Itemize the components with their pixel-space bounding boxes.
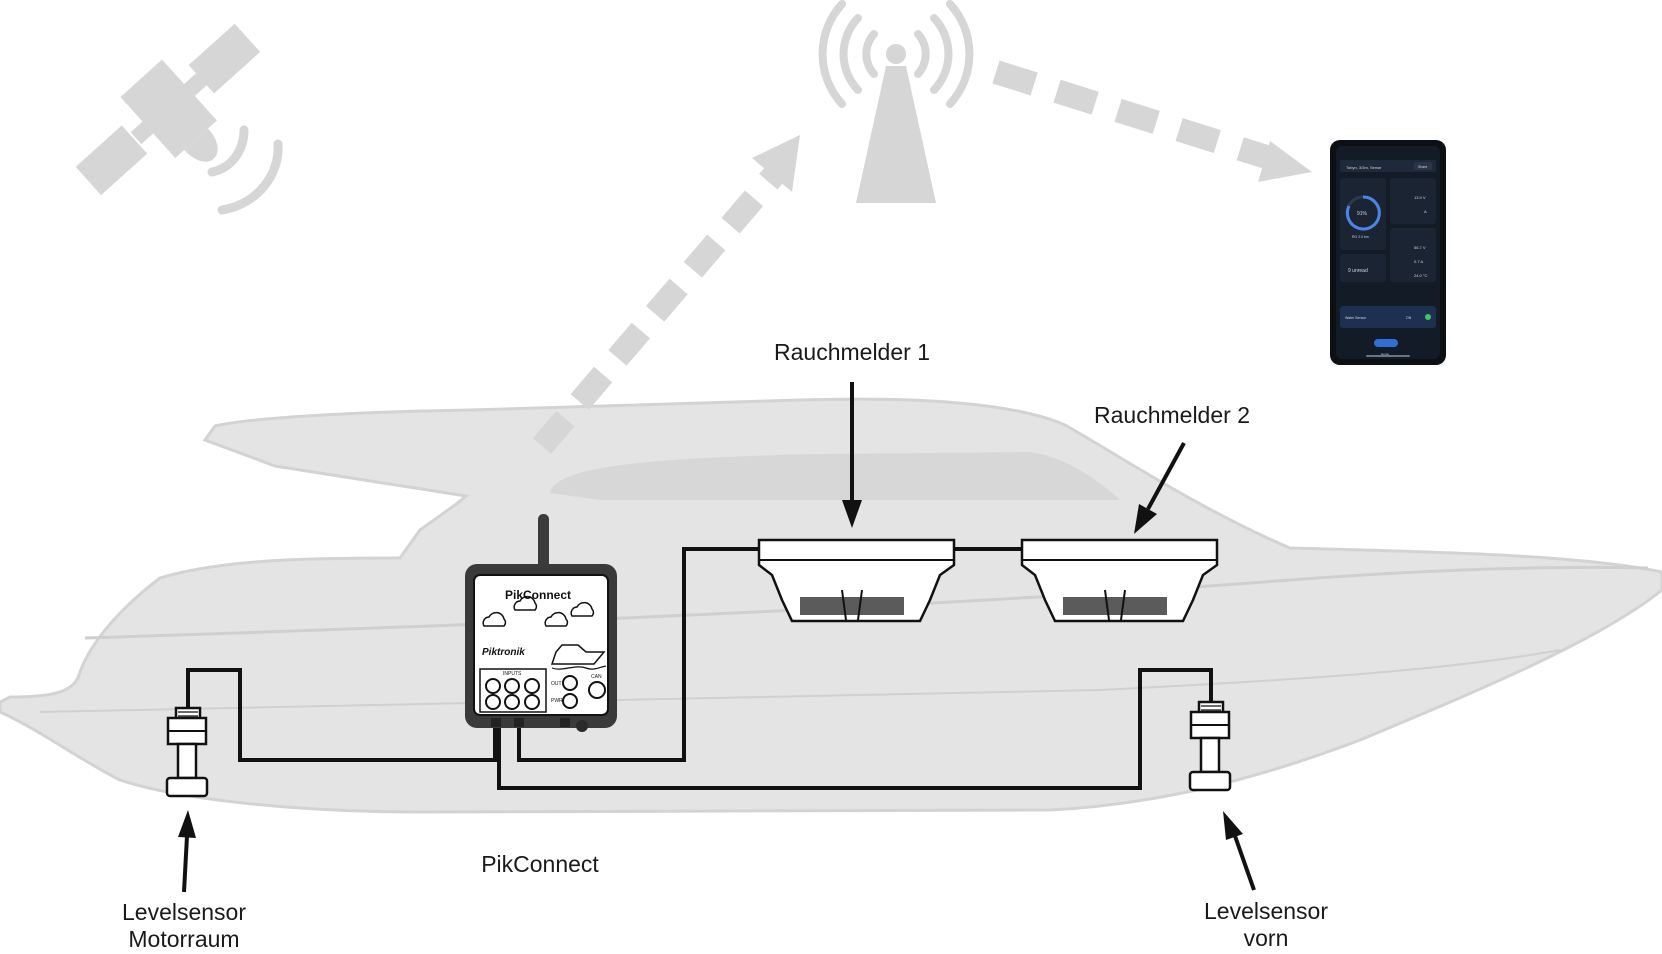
svg-text:A: A (1424, 209, 1427, 214)
phone-row-label: Water Sensor (1345, 316, 1367, 320)
phone-header-button: Share (1418, 165, 1427, 169)
uplink-arrow (532, 135, 800, 454)
svg-text:56.7 V: 56.7 V (1414, 245, 1426, 250)
phone-header: Tobyn, 3/3m, Sense (1346, 165, 1382, 170)
svg-text:0.7 A: 0.7 A (1414, 259, 1423, 264)
smartphone: Tobyn, 3/3m, Sense Share 91% RO 2.0 km 1… (1330, 140, 1446, 365)
svg-text:OUT: OUT (551, 681, 562, 687)
smoke-detector-1 (757, 538, 956, 623)
svg-text:PWR: PWR (551, 698, 563, 704)
cell-tower-icon (818, 0, 974, 203)
svg-text:CAN: CAN (591, 674, 602, 680)
svg-text:Home: Home (1381, 352, 1389, 356)
sensor-cables (186, 547, 1213, 790)
svg-text:24.0 °C: 24.0 °C (1414, 273, 1427, 278)
level-sensor-front-label: Levelsensor vorn (1203, 898, 1329, 951)
pikconnect-device: PikConnect Piktronik INPUTS OUT PWR CAN (465, 514, 617, 732)
status-dot-icon (1425, 314, 1431, 320)
svg-text:13.9 V: 13.9 V (1414, 195, 1426, 200)
smoke-detector-1-label: Rauchmelder 1 (774, 339, 930, 365)
pointer-arrows (178, 382, 1256, 893)
phone-gauge-value: 91% (1357, 211, 1368, 217)
phone-alerts: 9 unread (1348, 268, 1368, 274)
level-sensor-front (1188, 700, 1232, 792)
cloud-icons (482, 595, 595, 627)
level-sensor-engine (165, 706, 209, 798)
device-label: PikConnect (481, 851, 599, 877)
antenna-icon (538, 514, 549, 570)
smoke-detector-2 (1020, 538, 1219, 623)
device-maker: Piktronik (482, 647, 525, 658)
level-sensor-engine-label: Levelsensor Motorraum (121, 899, 247, 952)
downlink-arrow (992, 60, 1312, 182)
satellite-icon (75, 23, 283, 215)
svg-text:ON: ON (1406, 316, 1412, 320)
phone-gauge-sub: RO 2.0 km (1352, 235, 1369, 239)
boat-logo-icon (550, 644, 606, 665)
device-brand: PikConnect (505, 588, 571, 602)
smoke-detector-2-label: Rauchmelder 2 (1094, 402, 1250, 428)
input-ports (485, 678, 540, 710)
svg-text:INPUTS: INPUTS (503, 671, 522, 677)
